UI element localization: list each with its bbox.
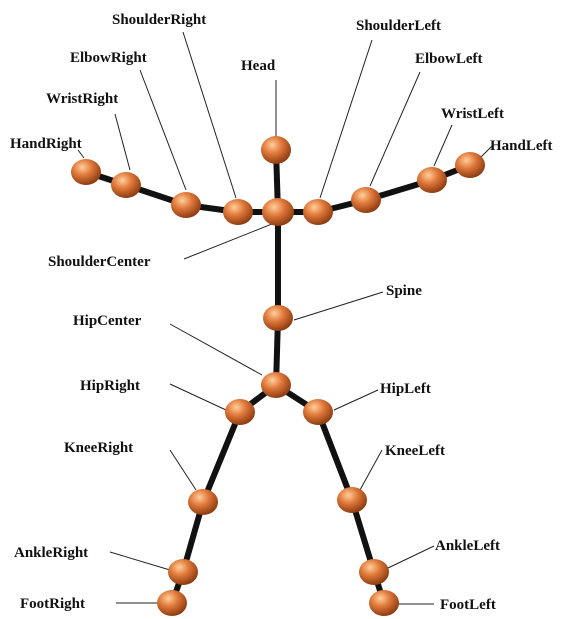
joint-knee-left bbox=[337, 487, 367, 513]
label-ankle-left: AnkleLeft bbox=[435, 538, 500, 554]
joint-hand-left bbox=[455, 152, 485, 178]
joint-elbow-left bbox=[351, 187, 381, 213]
label-hip-left: HipLeft bbox=[380, 381, 431, 397]
label-foot-left: FootLeft bbox=[440, 597, 496, 613]
leader-elbow-left bbox=[369, 71, 421, 187]
joint-wrist-left bbox=[417, 167, 447, 193]
joint-hip-center bbox=[261, 372, 291, 398]
label-hand-right: HandRight bbox=[10, 136, 82, 152]
leader-spine bbox=[293, 291, 384, 321]
label-spine: Spine bbox=[386, 283, 422, 299]
leader-hip-left bbox=[333, 389, 379, 411]
joint-wrist-right bbox=[111, 172, 141, 198]
label-wrist-left: WristLeft bbox=[441, 106, 504, 122]
leader-knee-right bbox=[169, 449, 197, 491]
label-shoulder-right: ShoulderRight bbox=[112, 12, 206, 28]
joint-spine bbox=[263, 305, 293, 331]
leader-hip-center bbox=[169, 323, 263, 376]
label-foot-right: FootRight bbox=[20, 596, 85, 612]
label-knee-left: KneeLeft bbox=[385, 443, 445, 459]
joint-hip-left bbox=[303, 399, 333, 425]
leader-wrist-left bbox=[433, 124, 453, 167]
leader-shoulder-left bbox=[319, 39, 373, 199]
leader-wrist-right bbox=[114, 113, 131, 171]
joint-hip-right bbox=[225, 399, 255, 425]
leader-shoulder-right bbox=[182, 31, 237, 199]
label-shoulder-center: ShoulderCenter bbox=[48, 254, 151, 270]
joint-shoulder-left bbox=[303, 199, 333, 225]
leader-hand-right bbox=[77, 149, 85, 159]
leader-lines bbox=[77, 31, 493, 605]
label-elbow-left: ElbowLeft bbox=[415, 51, 483, 67]
bone-thigh-right bbox=[200, 409, 243, 505]
joint-knee-right bbox=[188, 489, 218, 515]
joint-ankle-left bbox=[359, 559, 389, 585]
leader-knee-left bbox=[359, 449, 383, 491]
joint-ankle-right bbox=[168, 559, 198, 585]
joint-elbow-right bbox=[171, 192, 201, 218]
label-knee-right: KneeRight bbox=[64, 440, 133, 456]
leader-ankle-left bbox=[387, 545, 435, 569]
label-wrist-right: WristRight bbox=[46, 91, 118, 107]
leader-ankle-right bbox=[109, 551, 171, 571]
label-hip-right: HipRight bbox=[80, 378, 140, 394]
label-ankle-right: AnkleRight bbox=[14, 545, 88, 561]
joint-foot-left bbox=[369, 590, 399, 616]
joints bbox=[71, 136, 485, 616]
leader-shoulder-center bbox=[183, 219, 283, 260]
joint-head bbox=[261, 136, 291, 164]
joint-hand-right bbox=[71, 159, 101, 185]
joint-foot-right bbox=[157, 590, 187, 616]
label-hip-center: HipCenter bbox=[73, 313, 142, 329]
bone-thigh-left bbox=[315, 409, 355, 503]
joint-shoulder-right bbox=[223, 199, 253, 225]
leader-hand-left bbox=[479, 145, 493, 159]
leader-hip-right bbox=[169, 383, 227, 411]
label-shoulder-left: ShoulderLeft bbox=[356, 18, 441, 34]
label-hand-left: HandLeft bbox=[490, 138, 553, 154]
labels: ShoulderRight ShoulderLeft Head ElbowRig… bbox=[10, 12, 553, 613]
leader-elbow-right bbox=[139, 69, 187, 191]
joint-shoulder-center bbox=[262, 198, 294, 226]
label-elbow-right: ElbowRight bbox=[70, 50, 147, 66]
label-head: Head bbox=[241, 58, 276, 74]
